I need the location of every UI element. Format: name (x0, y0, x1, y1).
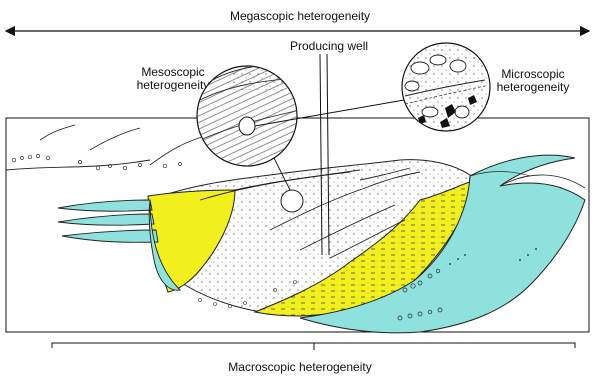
cyan-finger-2 (58, 214, 154, 225)
mesoscopic-inset (195, 62, 300, 170)
microscopic-inset (400, 40, 495, 135)
cyan-finger-1 (58, 200, 152, 211)
sample-circle (281, 190, 303, 212)
cyan-finger-3 (62, 230, 158, 242)
